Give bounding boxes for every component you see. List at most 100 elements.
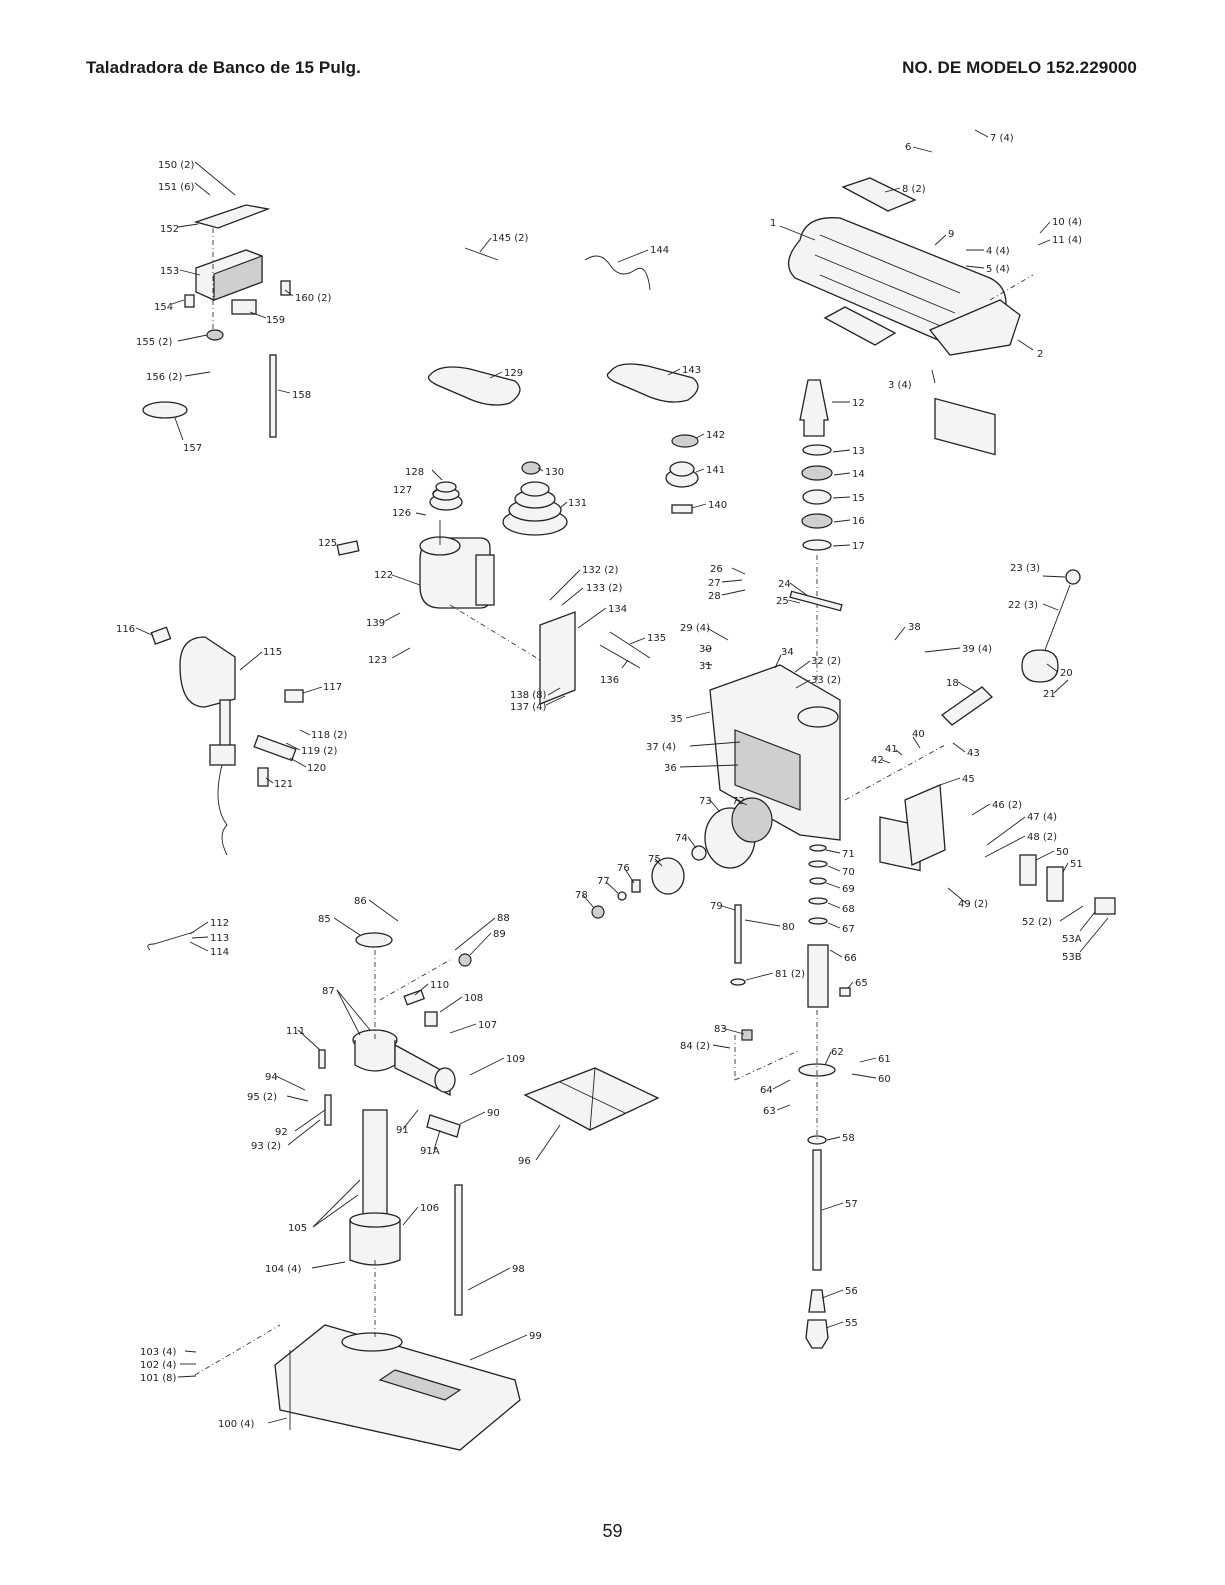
callout-label: 18	[946, 678, 959, 689]
callout-label: 132 (2)	[582, 565, 619, 576]
hub-75	[651, 857, 685, 895]
callout-label: 108	[464, 993, 483, 1004]
callout-label: 157	[183, 443, 202, 454]
callout-label: 57	[845, 1199, 858, 1210]
callout-label: 71	[842, 849, 855, 860]
spindle-pulley-141	[665, 461, 699, 488]
chuck-55	[805, 1319, 829, 1349]
callout-label: 15	[852, 493, 865, 504]
strain-relief-155	[206, 329, 224, 341]
callout-label: 121	[274, 779, 293, 790]
page-title: Taladradora de Banco de 15 Pulg.	[86, 58, 361, 77]
callout-label: 144	[650, 245, 669, 256]
block-83	[741, 1029, 753, 1041]
callout-label: 95 (2)	[247, 1092, 277, 1103]
callout-label: 74	[675, 833, 688, 844]
callout-label: 160 (2)	[295, 293, 332, 304]
callout-label: 140	[708, 500, 727, 511]
plate-6	[934, 397, 996, 456]
callout-label: 81 (2)	[775, 969, 805, 980]
callout-label: 60	[878, 1074, 891, 1085]
pin-76	[631, 879, 641, 893]
leader-lines	[135, 129, 1109, 1424]
callout-label: 85	[318, 914, 331, 925]
page-number: 59	[602, 1521, 623, 1541]
callout-label: 49 (2)	[958, 899, 988, 910]
callout-label: 48 (2)	[1027, 832, 1057, 843]
callout-label: 125	[318, 538, 337, 549]
hub-20	[1021, 649, 1059, 683]
pin-145	[464, 247, 499, 261]
callout-label: 20	[1060, 668, 1073, 679]
callout-label: 119 (2)	[301, 746, 338, 757]
switch-box-153	[195, 249, 263, 301]
callout-label: 145 (2)	[492, 233, 529, 244]
washer-81	[730, 978, 746, 986]
callout-label: 113	[210, 933, 229, 944]
rod-136	[599, 644, 641, 669]
bearing-142	[671, 434, 699, 448]
callout-label: 8 (2)	[902, 184, 926, 195]
callout-label: 5 (4)	[986, 264, 1010, 275]
center-pulley-131	[502, 481, 568, 536]
guard-base-2	[928, 299, 1021, 356]
callout-label: 36	[664, 763, 677, 774]
callout-label: 32 (2)	[811, 656, 841, 667]
plate-51	[1046, 866, 1064, 902]
washer-71	[809, 844, 827, 852]
switch-plate-152	[193, 204, 271, 229]
base-99	[274, 1324, 521, 1451]
washer-69	[809, 877, 827, 885]
rack-92	[324, 1094, 332, 1126]
callout-label: 110	[430, 980, 449, 991]
cable-clamp-157	[142, 401, 188, 419]
callout-label: 38	[908, 622, 921, 633]
callout-label: 138 (8)	[510, 690, 547, 701]
washer-70	[808, 860, 828, 868]
spacer-15	[802, 489, 832, 505]
callout-label: 51	[1070, 859, 1083, 870]
callout-label: 79	[710, 901, 723, 912]
callout-label: 99	[529, 1331, 542, 1342]
callout-label: 118 (2)	[311, 730, 348, 741]
label-160	[280, 280, 291, 296]
label-8	[841, 177, 917, 212]
bracket-45	[904, 784, 946, 866]
key-65	[839, 987, 851, 997]
key-121	[257, 767, 269, 787]
callout-label: 69	[842, 884, 855, 895]
switch-53A	[1094, 897, 1116, 915]
callout-label: 26	[710, 564, 723, 575]
callout-label: 45	[962, 774, 975, 785]
handle-22	[1044, 584, 1071, 651]
callout-label: 9	[948, 229, 954, 240]
callout-label: 109	[506, 1054, 525, 1065]
callout-label: 116	[116, 624, 135, 635]
callout-label: 31	[699, 661, 712, 672]
callout-label: 115	[263, 647, 282, 658]
ring-17	[802, 539, 832, 551]
callout-label: 123	[368, 655, 387, 666]
callout-label: 70	[842, 867, 855, 878]
label-bottom	[823, 306, 897, 346]
callout-label: 152	[160, 224, 179, 235]
model-number: NO. DE MODELO 152.229000	[902, 58, 1137, 77]
callout-label: 130	[545, 467, 564, 478]
callout-label: 63	[763, 1106, 776, 1117]
key-158	[269, 354, 277, 438]
callout-label: 28	[708, 591, 721, 602]
callout-label: 13	[852, 446, 865, 457]
callout-label: 33 (2)	[811, 675, 841, 686]
callout-label: 96	[518, 1156, 531, 1167]
ring-85	[355, 932, 393, 948]
callout-label: 53A	[1062, 934, 1082, 945]
callout-label: 150 (2)	[158, 160, 195, 171]
rack-98	[454, 1184, 463, 1316]
callout-label: 135	[647, 633, 666, 644]
label-116	[150, 626, 172, 645]
label-125	[336, 540, 360, 556]
callout-label: 67	[842, 924, 855, 935]
switch-part-159	[231, 299, 257, 315]
belt-143	[606, 363, 699, 403]
